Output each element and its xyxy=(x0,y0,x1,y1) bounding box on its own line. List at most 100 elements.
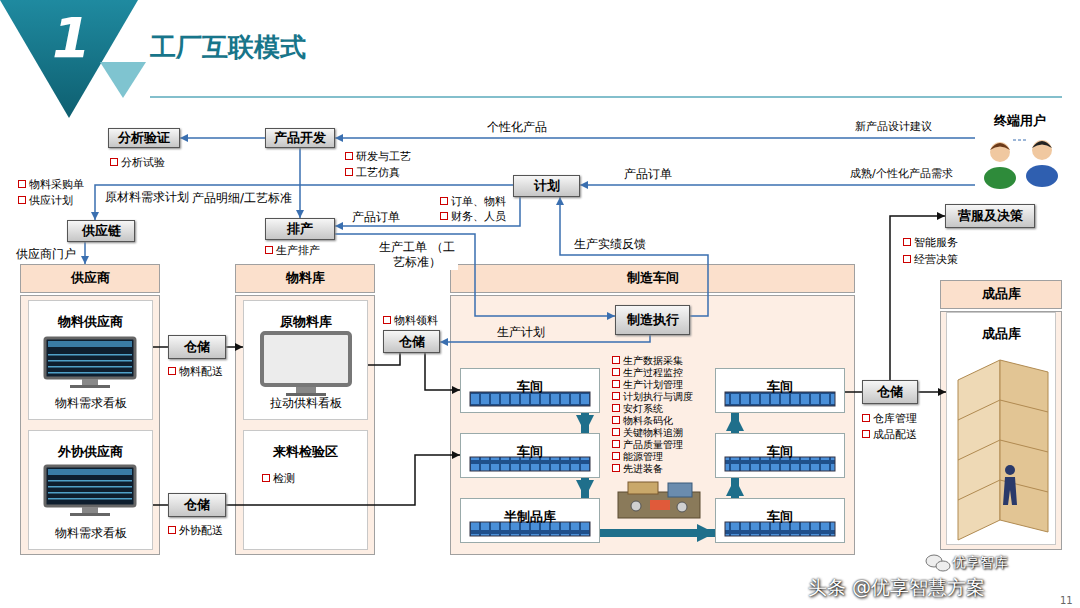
connector xyxy=(918,391,946,393)
function-item: 物料条码化 xyxy=(612,415,673,427)
bullet-note: 订单、物料 xyxy=(440,195,506,209)
bullet-note: 供应计划 xyxy=(18,194,73,208)
end-user: 终端用户 xyxy=(975,112,1065,190)
panel-header xyxy=(21,265,160,293)
function-item: 生产过程监控 xyxy=(612,367,683,379)
process-box: 排产 xyxy=(265,218,335,240)
title-triangle xyxy=(0,0,138,118)
node-text: 物料库 xyxy=(235,264,375,292)
edge-label: 产品订单 xyxy=(350,210,402,225)
kanban-screen xyxy=(470,457,590,471)
node-text: 车间 xyxy=(767,438,793,466)
bullet-note: 物料领料 xyxy=(383,314,438,328)
monitor-stand xyxy=(82,379,98,385)
node-text: 物料需求看板 xyxy=(55,525,127,542)
workshop-box: 车间 xyxy=(715,433,845,478)
shelf xyxy=(958,360,1000,540)
edge-label: 生产工单 （工艺标准） xyxy=(376,240,458,270)
panel-header xyxy=(941,281,1062,309)
machine-part xyxy=(650,500,670,510)
connector xyxy=(580,184,975,186)
monitor-screen xyxy=(45,338,135,378)
panel-header xyxy=(236,265,375,293)
flow-arrow xyxy=(581,413,589,433)
bullet-note: 研发与工艺 xyxy=(345,150,411,164)
kanban-screen xyxy=(725,392,835,406)
panel-body xyxy=(451,296,855,555)
workshop-box: 车间 xyxy=(715,498,845,543)
monitor-stand xyxy=(70,385,110,388)
shelf-line xyxy=(958,400,1000,420)
node-text: 车间 xyxy=(517,373,543,401)
monitor-stand xyxy=(286,393,326,396)
node-text: 车间 xyxy=(767,373,793,401)
monitor-rows xyxy=(48,478,132,503)
talk-mark xyxy=(1013,140,1028,141)
area-panel: 成品库成品库 xyxy=(940,280,1062,550)
bullet-note: 生产排产 xyxy=(265,244,320,258)
storage-frame xyxy=(244,431,368,550)
function-item: 先进装备 xyxy=(612,463,663,475)
monitor-row xyxy=(48,469,132,475)
function-item: 生产数据采集 xyxy=(612,355,683,367)
connector xyxy=(84,242,86,264)
wechat-icon xyxy=(926,555,950,571)
node-text: 仓储 xyxy=(184,338,210,356)
workshop-frame xyxy=(716,369,845,413)
warehouse-box: 仓储 xyxy=(168,493,226,517)
machine-illustration xyxy=(618,482,700,518)
bullet-note: 物料采购单 xyxy=(18,178,84,192)
bullet-note: 工艺仿真 xyxy=(345,166,400,180)
connector xyxy=(299,148,301,218)
title-triangle xyxy=(100,62,146,98)
monitor-stand xyxy=(82,507,98,513)
user-head xyxy=(990,142,1010,162)
panel-body xyxy=(941,312,1062,550)
node-text: 制造车间 xyxy=(450,264,855,292)
monitor xyxy=(45,466,135,516)
warehouse-box: 仓储 xyxy=(862,380,918,404)
workshop-box: 车间 xyxy=(715,368,845,413)
node-text: 计划 xyxy=(534,177,560,195)
function-item: 关键物料追溯 xyxy=(612,427,683,439)
flow-arrow xyxy=(600,529,715,537)
connector xyxy=(226,455,460,505)
storage-frame xyxy=(29,431,153,550)
user-hair xyxy=(990,143,1010,150)
shelf-line xyxy=(1000,400,1048,412)
area-panel: 物料库原物料库拉动供料看板来料检验区 xyxy=(235,264,375,555)
monitor-screen xyxy=(45,466,135,506)
connector xyxy=(560,197,708,316)
flow-note: 新产品设计建议 xyxy=(855,120,932,134)
node-text: 供应链 xyxy=(82,222,121,240)
node-text: 仓储 xyxy=(877,383,903,401)
function-item: 安灯系统 xyxy=(612,403,663,415)
node-text: 终端用户 xyxy=(994,112,1046,130)
workshop-box: 车间 xyxy=(460,368,600,413)
function-item: 能源管理 xyxy=(612,451,663,463)
shelf-line xyxy=(958,440,1000,460)
connector xyxy=(226,346,243,348)
storage-box: 来料检验区 xyxy=(243,430,368,550)
edge-label: 生产计划 xyxy=(495,325,547,340)
storage-box: 原物料库拉动供料看板 xyxy=(243,300,368,420)
machine-part xyxy=(677,502,687,512)
node-text: 车间 xyxy=(767,503,793,531)
flow-arrow xyxy=(731,413,739,433)
kanban-screen xyxy=(470,522,590,536)
monitor-row xyxy=(48,341,132,347)
bullet-note: 财务、人员 xyxy=(440,210,506,224)
area-panel: 供应商物料供应商物料需求看板外协供应商物料需求看板 xyxy=(20,264,160,555)
warehouse-box: 仓储 xyxy=(383,330,440,353)
users-icon xyxy=(984,140,1058,189)
bullet-note: 智能服务 xyxy=(903,236,958,250)
edge-label: 产品明细/工艺标准 xyxy=(190,191,294,206)
workshop-frame xyxy=(716,499,845,543)
flow-note: 成熟/个性化产品需求 xyxy=(850,167,953,181)
connector xyxy=(153,346,168,348)
user-body xyxy=(1026,165,1058,187)
node-text: 仓储 xyxy=(399,333,425,351)
node-text: 制造执行 xyxy=(627,306,679,334)
workshop-frame xyxy=(461,434,600,478)
